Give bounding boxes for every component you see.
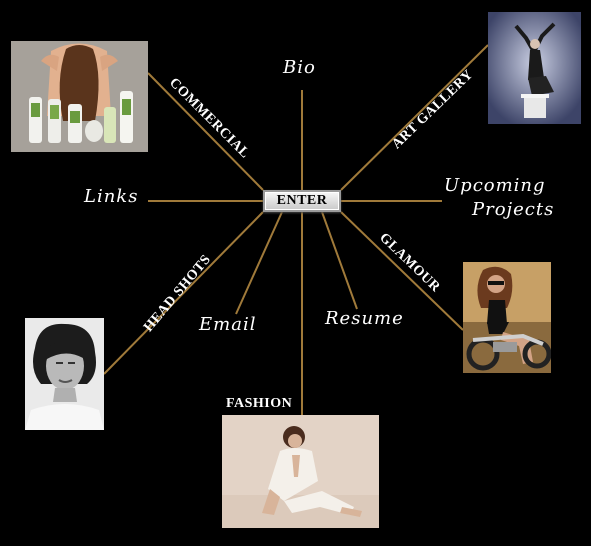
art-gallery-photo[interactable] [488,12,581,124]
upcoming-projects-line1: Upcoming [444,175,546,196]
email-link[interactable]: Email [199,314,257,335]
spoke-glamour [340,211,464,331]
fashion-photo[interactable] [222,415,379,528]
spoke-email [235,211,283,315]
spoke-resume [321,211,358,310]
bio-link[interactable]: Bio [283,57,316,78]
upcoming-projects-link-line2[interactable]: Projects [472,201,554,219]
commercial-photo[interactable] [11,41,148,152]
head-shot-photo[interactable] [25,318,104,430]
upcoming-projects-link[interactable]: Upcoming [444,177,546,195]
glamour-photo[interactable] [463,262,551,373]
resume-link[interactable]: Resume [325,308,404,329]
fashion-label[interactable]: FASHION [226,396,293,411]
spoke-commercial [147,72,264,191]
spoke-art-gallery [340,44,489,191]
upcoming-projects-line2: Projects [472,199,555,220]
enter-button[interactable]: ENTER [263,190,341,212]
links-link[interactable]: Links [84,186,139,207]
spoke-head-shots [103,211,264,375]
